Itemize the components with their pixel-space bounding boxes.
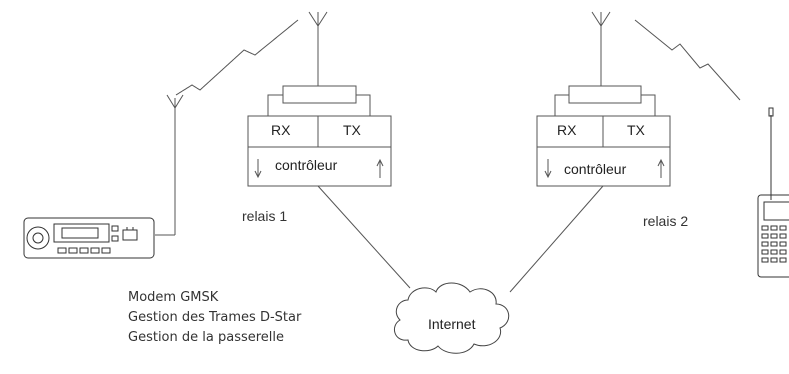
relay1-controller-label: contrôleur <box>275 157 338 173</box>
relay1-arrow-up-icon <box>376 158 384 178</box>
relay2-tx-label: TX <box>627 122 645 138</box>
relay2-rx-label: RX <box>557 122 577 138</box>
relay2-controller-label: contrôleur <box>564 161 627 177</box>
note-gateway: Gestion de la passerelle <box>128 330 285 345</box>
mobile-radio-icon <box>23 217 155 259</box>
relay1-box <box>247 115 392 187</box>
note-frames: Gestion des Trames D-Star <box>128 310 302 325</box>
radio-link-2 <box>634 19 741 101</box>
relay2-filter-connectors <box>554 94 656 116</box>
relay1-antenna-icon <box>308 11 328 86</box>
handheld-radio-icon <box>757 107 789 278</box>
note-modem: Modem GMSK <box>128 290 219 305</box>
internet-cloud-icon <box>393 282 510 354</box>
relay2-arrow-up-icon <box>657 158 665 178</box>
relay2-antenna-icon <box>591 11 611 86</box>
relay1-tx-label: TX <box>343 122 361 138</box>
internet-label: Internet <box>428 316 476 332</box>
relay1-duplexer <box>282 85 357 104</box>
relay2-name-label: relais 2 <box>643 213 689 229</box>
radio-link-1 <box>175 19 299 96</box>
mobile-antenna-icon <box>155 94 184 236</box>
relay1-rx-label: RX <box>271 122 291 138</box>
relay2-internet-link <box>509 185 604 293</box>
relay1-arrow-down-icon <box>254 159 262 179</box>
relay1-filter-connectors <box>267 94 371 116</box>
relay2-arrow-down-icon <box>544 159 552 179</box>
relay1-internet-link <box>317 185 411 289</box>
gateway-notes: Modem GMSK Gestion des Trames D-Star Ges… <box>128 288 301 348</box>
relay2-duplexer <box>568 85 642 104</box>
relay1-name-label: relais 1 <box>242 208 288 224</box>
